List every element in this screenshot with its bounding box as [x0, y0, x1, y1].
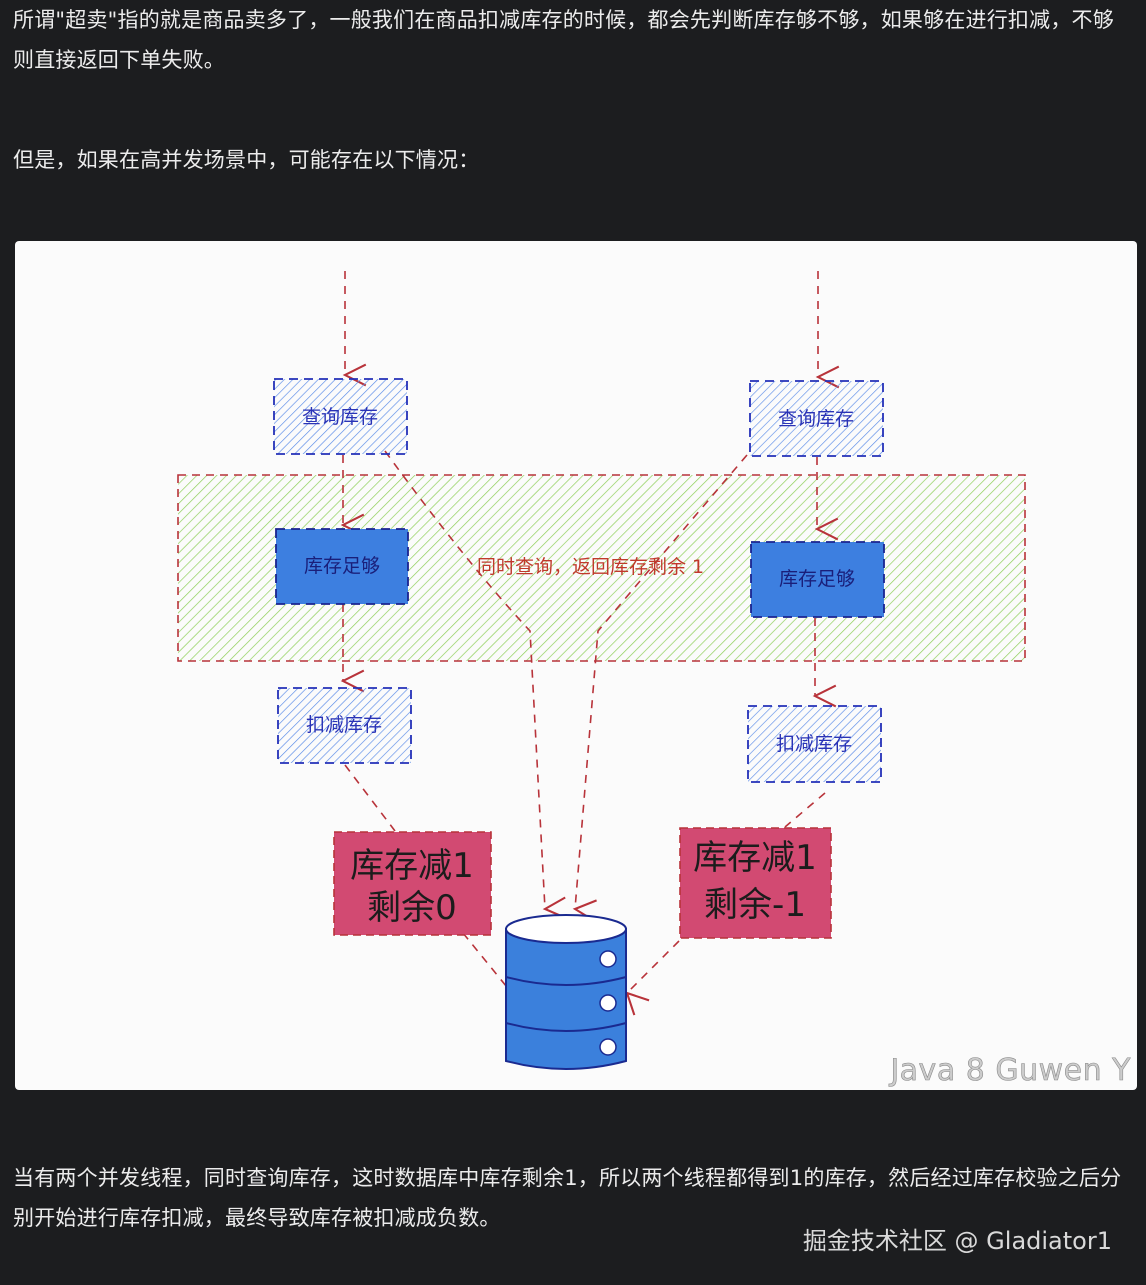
left-enough-label: 库存足够: [304, 555, 380, 577]
right-enough-box: 库存足够: [750, 541, 885, 618]
figure-watermark: Java 8 Guwen Y: [890, 1053, 1131, 1089]
right-result-line1: 库存减1: [693, 838, 817, 878]
left-query-label: 查询库存: [302, 406, 378, 428]
scenario-paragraph: 但是，如果在高并发场景中，可能存在以下情况：: [13, 148, 480, 172]
left-query-box: 查询库存: [273, 378, 408, 455]
left-enough-box: 库存足够: [275, 528, 409, 605]
right-enough-label: 库存足够: [779, 568, 855, 590]
left-result-line1: 库存减1: [350, 846, 474, 886]
query-db-arrows: [344, 450, 826, 1016]
left-deduct-label: 扣减库存: [306, 714, 382, 736]
entry-arrows: [340, 271, 840, 708]
explanation-paragraph: 当有两个并发线程，同时查询库存，这时数据库中库存剩余1，所以两个线程都得到1的库…: [13, 1166, 1122, 1230]
right-result-line2: 剩余-1: [704, 885, 806, 925]
left-result-box: 库存减1 剩余0: [333, 831, 492, 936]
site-credit: 掘金技术社区 @ Gladiator1: [802, 1227, 1112, 1255]
database-icon: [505, 914, 627, 1070]
left-result-line2: 剩余0: [367, 888, 457, 928]
right-query-box: 查询库存: [749, 380, 884, 457]
left-deduct-box: 扣减库存: [277, 687, 412, 764]
right-deduct-label: 扣减库存: [776, 733, 852, 755]
right-query-label: 查询库存: [778, 408, 854, 430]
concurrent-query-note: 同时查询，返回库存剩余 1: [477, 556, 704, 578]
right-deduct-box: 扣减库存: [747, 705, 882, 783]
intro-paragraph: 所谓"超卖"指的就是商品卖多了，一般我们在商品扣减库存的时候，都会先判断库存够不…: [13, 8, 1114, 72]
right-result-box: 库存减1 剩余-1: [679, 827, 832, 939]
oversell-diagram: 查询库存 库存足够 扣减库存 库存减1 剩余0 查询库存 库存足够 扣减库存: [15, 241, 1137, 1090]
